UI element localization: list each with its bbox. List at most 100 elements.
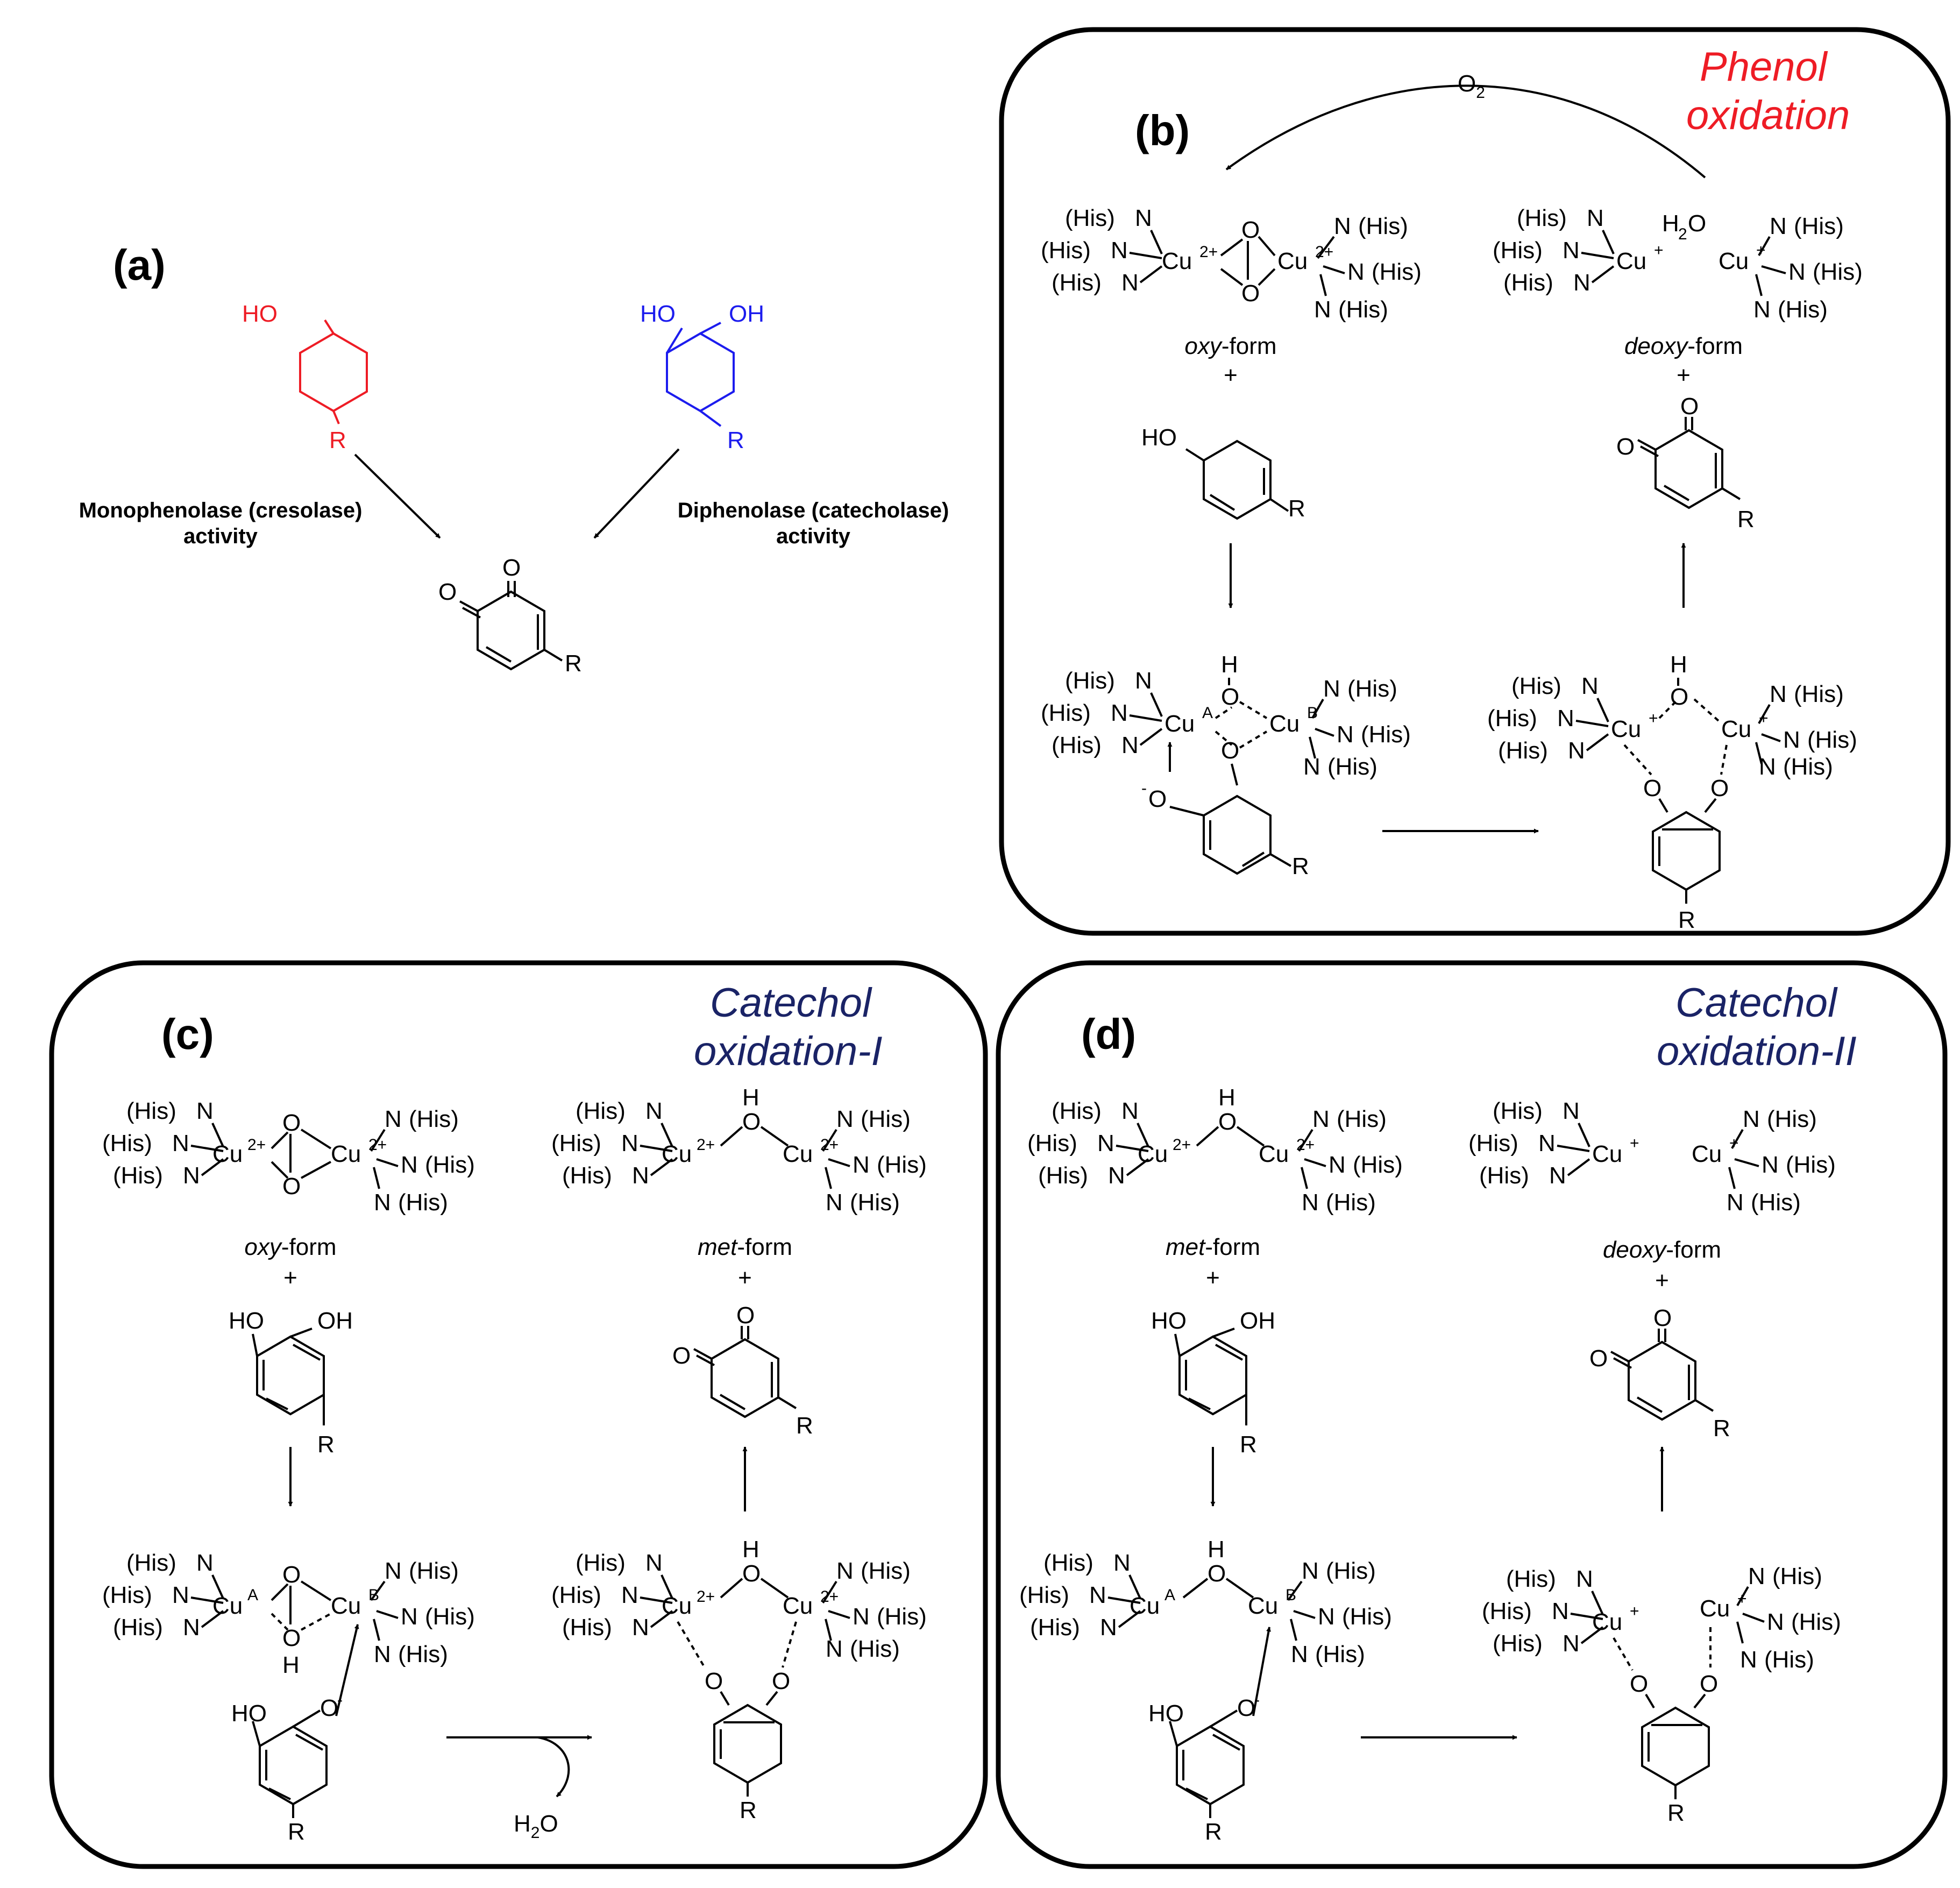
svg-text:Cu: Cu (331, 1141, 361, 1167)
diphenol-structure: HO OH R (640, 301, 764, 453)
svg-text:B: B (1307, 704, 1318, 722)
svg-text:N: N (1573, 269, 1590, 296)
panel-d-plus-right: + (1655, 1267, 1669, 1294)
svg-text:N: N (196, 1550, 214, 1576)
svg-text:Cu: Cu (1248, 1593, 1278, 1619)
svg-text:(His): (His) (1807, 727, 1857, 753)
svg-text:(His): (His) (102, 1130, 152, 1156)
quinone-o-top: O (502, 555, 521, 581)
svg-text:N: N (1121, 269, 1139, 296)
svg-text:Cu: Cu (1616, 248, 1646, 274)
svg-text:HO: HO (1151, 1308, 1187, 1334)
svg-text:H: H (1670, 651, 1687, 678)
svg-text:N: N (1111, 237, 1128, 264)
svg-text:O: O (672, 1343, 691, 1369)
svg-text:N: N (1748, 1563, 1765, 1589)
panel-b-title-line1: Phenol (1700, 44, 1828, 90)
svg-text:O: O (282, 1625, 301, 1651)
panel-b-phenol: HO R (1141, 424, 1305, 522)
svg-text:N: N (1576, 1566, 1593, 1592)
svg-text:OH: OH (317, 1308, 353, 1334)
svg-text:N: N (826, 1189, 843, 1216)
svg-text:(His): (His) (1487, 705, 1537, 732)
svg-text:(His): (His) (877, 1152, 927, 1178)
svg-text:N: N (1089, 1582, 1106, 1608)
svg-text:N: N (1788, 259, 1806, 285)
panel-c-plus-left: + (283, 1265, 297, 1291)
panel-c-water-arrow (537, 1736, 570, 1798)
svg-text:Cu: Cu (1718, 248, 1749, 274)
svg-text:Cu: Cu (1138, 1141, 1168, 1167)
svg-text:N: N (1334, 213, 1351, 239)
svg-text:(His): (His) (1052, 1098, 1102, 1124)
svg-text:(His): (His) (1783, 754, 1833, 780)
svg-text:O: O (1148, 786, 1167, 812)
svg-text:N: N (1121, 732, 1139, 758)
svg-text:(His): (His) (425, 1603, 475, 1630)
panel-b-title-line2: oxidation (1686, 93, 1850, 138)
svg-text:Cu: Cu (1611, 716, 1641, 742)
svg-text:(His): (His) (1358, 213, 1408, 239)
svg-text:Cu: Cu (1269, 711, 1299, 737)
svg-text:(His): (His) (1786, 1152, 1836, 1178)
svg-text:O: O (742, 1109, 761, 1135)
svg-text:Cu: Cu (1700, 1595, 1730, 1622)
svg-text:+: + (1759, 709, 1769, 727)
svg-text:N: N (1581, 673, 1599, 699)
svg-text:N: N (645, 1550, 663, 1576)
svg-text:N: N (1347, 259, 1365, 285)
svg-text:O: O (1670, 684, 1688, 710)
svg-text:O: O (705, 1668, 723, 1694)
panel-d-frame (996, 960, 1948, 1869)
svg-text:N: N (1740, 1646, 1757, 1673)
svg-text:(His): (His) (1479, 1162, 1529, 1189)
svg-text:(His): (His) (850, 1636, 900, 1662)
svg-text:2: 2 (1678, 225, 1687, 243)
panel-b-plus-left: + (1224, 362, 1238, 388)
svg-text:O: O (1221, 737, 1239, 764)
svg-text:N: N (1563, 237, 1580, 264)
svg-text:O: O (1221, 684, 1239, 710)
panel-b-o2-arrow (1225, 84, 1706, 179)
svg-text:N: N (1111, 700, 1128, 726)
svg-text:(His): (His) (1052, 732, 1102, 758)
svg-text:N: N (401, 1603, 418, 1630)
svg-text:HO: HO (1141, 424, 1177, 451)
svg-text:Cu: Cu (212, 1593, 243, 1619)
svg-text:-: - (1141, 779, 1147, 797)
svg-text:R: R (1737, 506, 1755, 533)
svg-text:N: N (1100, 1614, 1117, 1641)
svg-text:R: R (1240, 1431, 1257, 1458)
panel-d-catechol: HO OH R (1151, 1308, 1275, 1458)
svg-text:N: N (632, 1162, 649, 1189)
svg-text:Cu: Cu (1721, 716, 1751, 742)
svg-text:N: N (1291, 1641, 1308, 1667)
svg-text:-: - (337, 1691, 343, 1709)
panel-c-frame (49, 960, 988, 1869)
svg-text:+: + (1630, 1602, 1639, 1620)
svg-text:O: O (1589, 1345, 1608, 1372)
svg-text:O: O (736, 1302, 755, 1329)
svg-text:(His): (His) (1326, 1558, 1376, 1584)
panel-d-intermediate-b: (His)N (His)N (His)N Cu+ Cu+ N(His) N(Hi… (1482, 1563, 1841, 1826)
svg-text:(His): (His) (1038, 1162, 1088, 1189)
svg-text:O: O (1616, 434, 1635, 460)
svg-text:(His): (His) (1361, 721, 1411, 748)
panel-d-title-line2: oxidation-II (1657, 1028, 1857, 1074)
svg-text:O: O (1237, 1695, 1255, 1721)
svg-text:H: H (282, 1652, 300, 1678)
svg-text:O: O (1688, 210, 1706, 237)
svg-text:(His): (His) (1767, 1106, 1817, 1132)
svg-text:HO: HO (229, 1308, 264, 1334)
svg-text:A: A (1164, 1586, 1175, 1604)
svg-text:H: H (1662, 210, 1679, 237)
panel-b-deoxy-form-label: deoxy-form (1624, 333, 1743, 359)
svg-text:N: N (1767, 1609, 1784, 1635)
svg-text:N: N (632, 1614, 649, 1641)
diphenol-ho-label: HO (640, 301, 676, 327)
svg-text:Cu: Cu (1130, 1593, 1160, 1619)
